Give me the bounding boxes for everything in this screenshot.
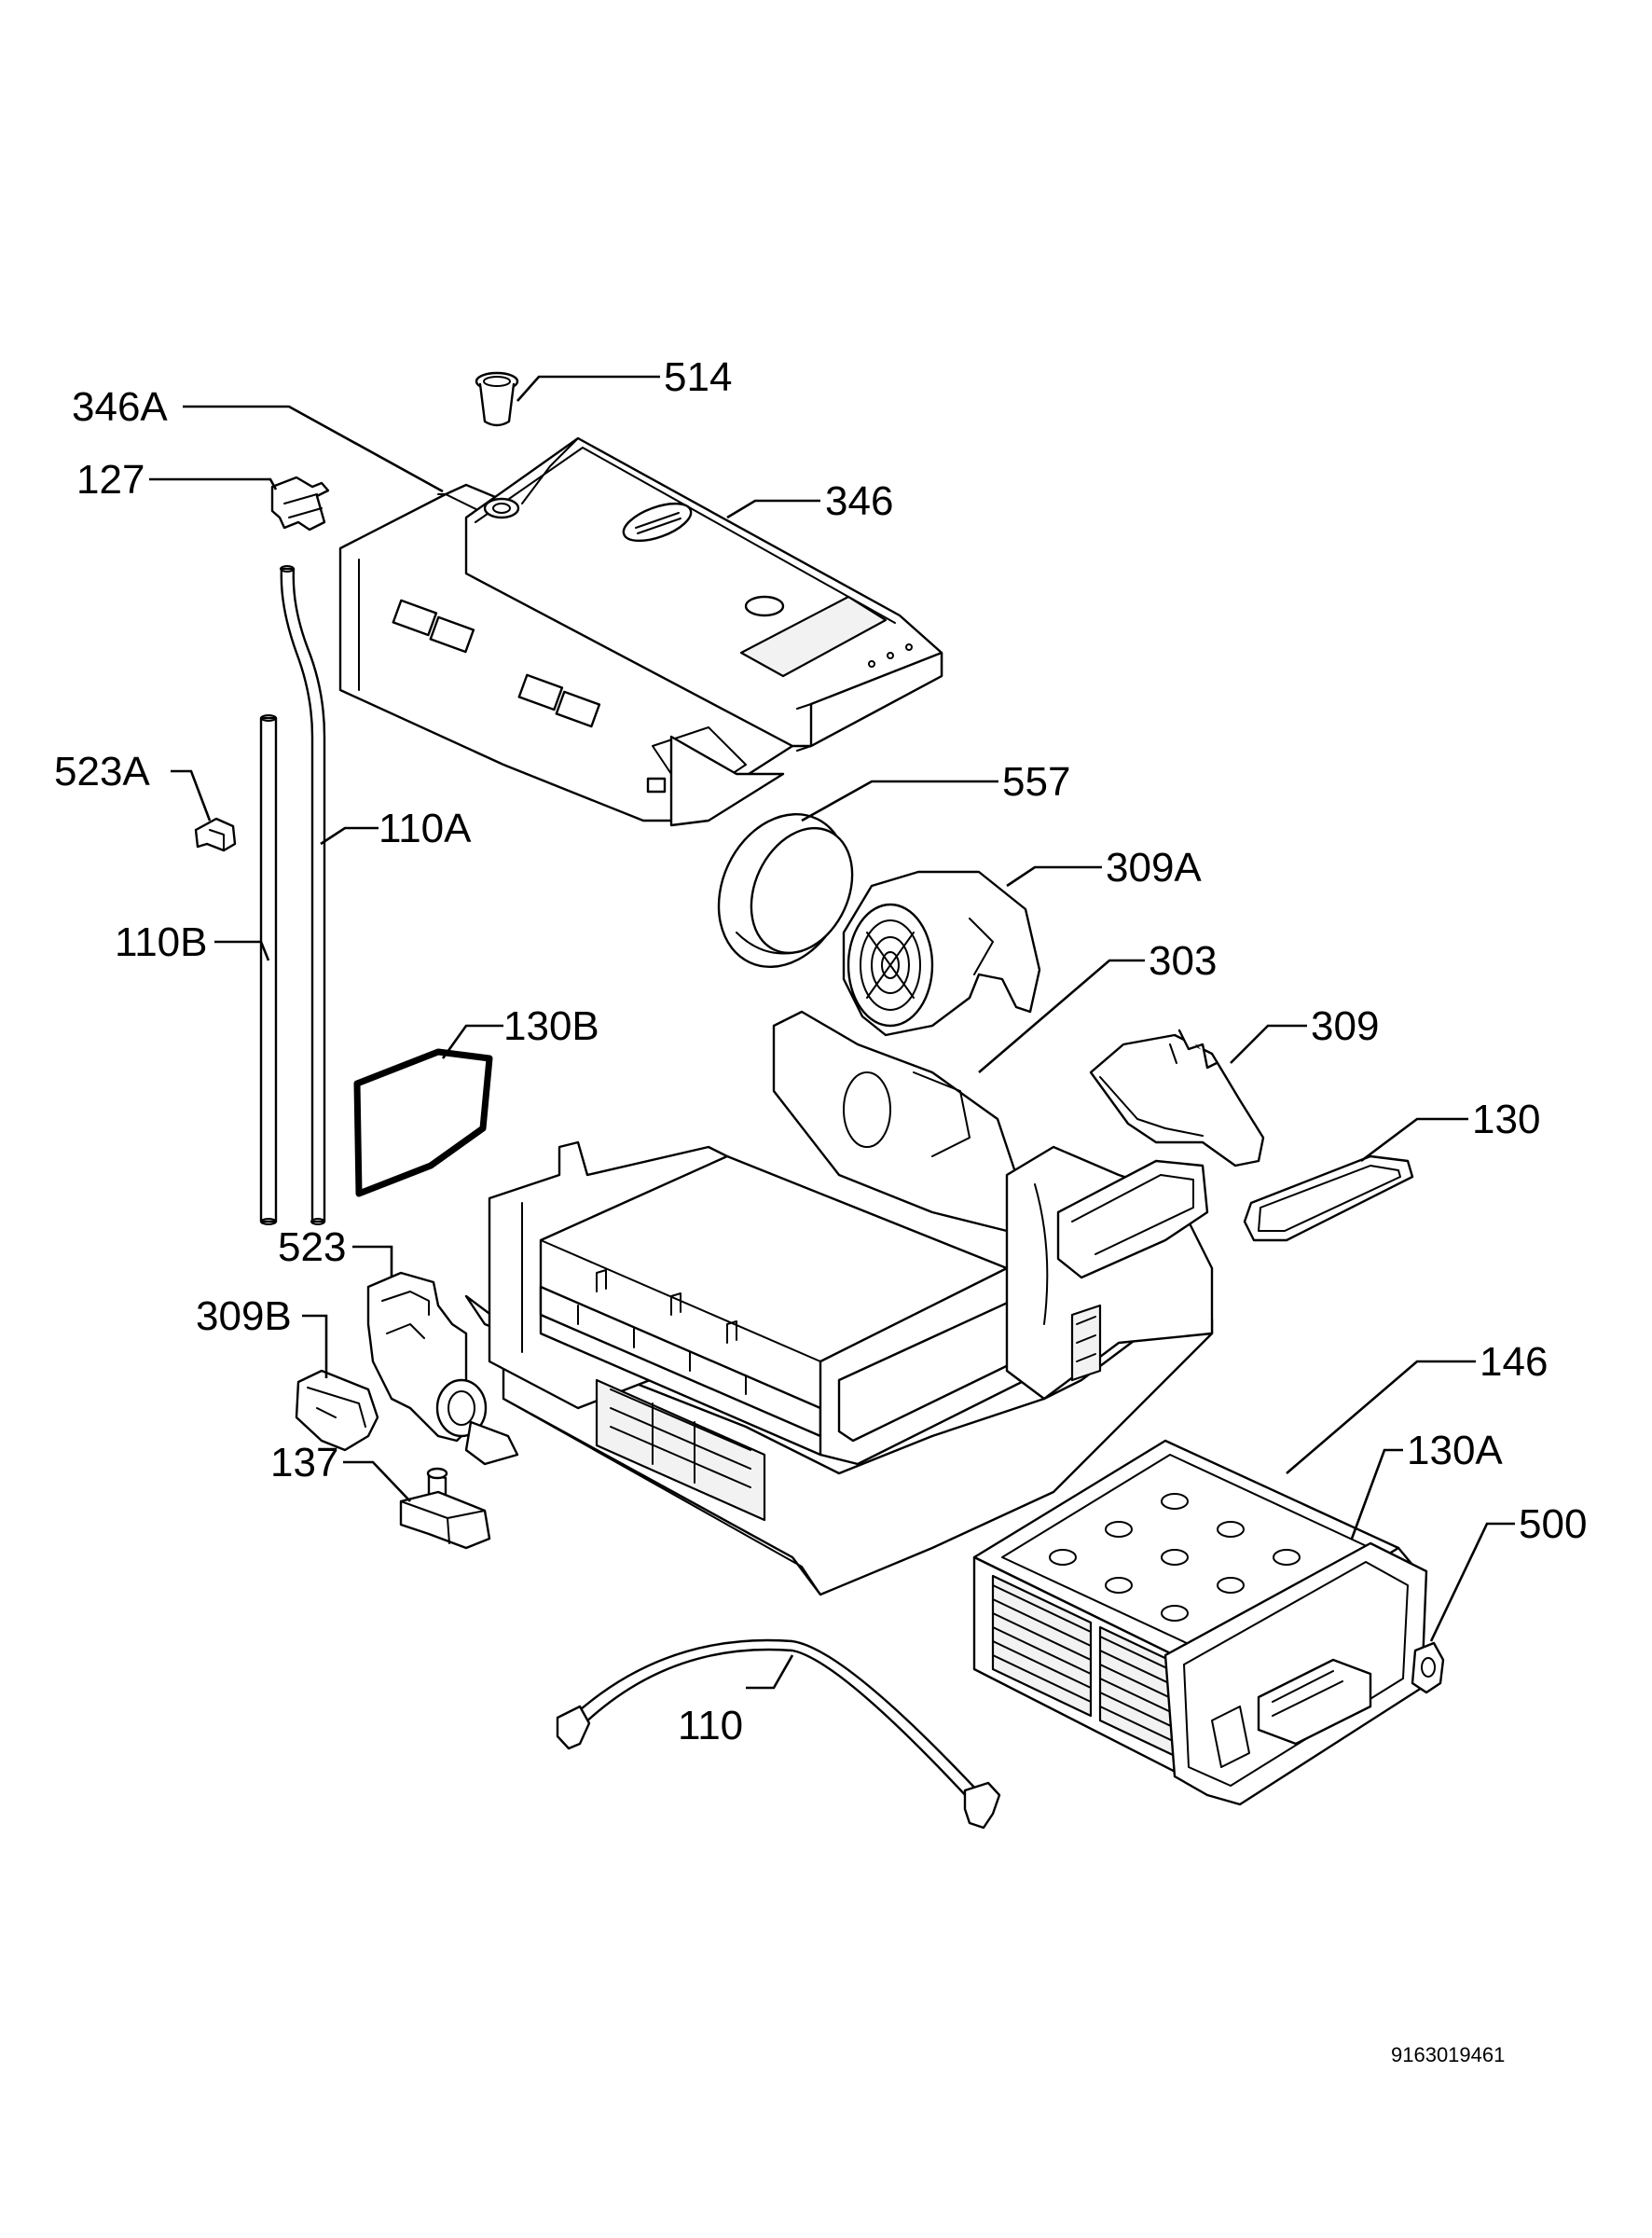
callout-523: 523 — [278, 1224, 346, 1270]
callout-110: 110 — [678, 1703, 743, 1748]
part-130A-seal-frame[interactable] — [1163, 1541, 1428, 1806]
part-557-ring[interactable] — [695, 793, 872, 988]
part-523A-clip[interactable] — [194, 817, 237, 852]
document-number: 9163019461 — [1391, 2043, 1505, 2066]
part-309B-bracket[interactable] — [295, 1369, 379, 1452]
callout-309A: 309A — [1106, 845, 1202, 891]
part-514-cap[interactable] — [475, 371, 519, 427]
part-309A-fan-housing[interactable] — [842, 870, 1041, 1037]
callout-130B: 130B — [503, 1003, 599, 1049]
part-523-pump[interactable] — [366, 1271, 519, 1466]
part-110B-tube[interactable] — [259, 714, 278, 1225]
callout-303: 303 — [1149, 938, 1217, 984]
callout-346: 346 — [825, 478, 893, 524]
callout-127: 127 — [76, 457, 145, 503]
callout-labels: 514 346A 127 346 523A 110A 557 110B 309A… — [54, 354, 1587, 1748]
part-303-base-assembly[interactable] — [464, 1010, 1214, 1596]
callout-346A: 346A — [72, 384, 168, 430]
part-130-gasket[interactable] — [1243, 1154, 1414, 1242]
part-346-water-container[interactable] — [338, 436, 943, 827]
callout-557: 557 — [1002, 759, 1070, 805]
callout-130A: 130A — [1407, 1428, 1503, 1473]
part-110-drain-hose[interactable] — [556, 1638, 1001, 1830]
callout-110A: 110A — [379, 806, 472, 851]
part-110A-hose[interactable] — [280, 565, 326, 1225]
part-127-clip[interactable] — [270, 476, 330, 532]
callout-523A: 523A — [54, 749, 150, 794]
part-137-connector[interactable] — [399, 1467, 491, 1550]
callout-130: 130 — [1472, 1097, 1540, 1142]
callout-146: 146 — [1480, 1339, 1548, 1385]
callout-110B: 110B — [115, 919, 208, 965]
callout-500: 500 — [1519, 1501, 1587, 1547]
leader-lines — [149, 375, 1515, 1690]
part-309-duct[interactable] — [1089, 1029, 1265, 1167]
callout-309B: 309B — [196, 1293, 292, 1339]
part-500-latch[interactable] — [1411, 1641, 1445, 1694]
callout-137: 137 — [270, 1440, 338, 1485]
part-130B-gasket[interactable] — [353, 1048, 493, 1197]
callout-514: 514 — [664, 354, 732, 400]
callout-309: 309 — [1311, 1003, 1379, 1049]
